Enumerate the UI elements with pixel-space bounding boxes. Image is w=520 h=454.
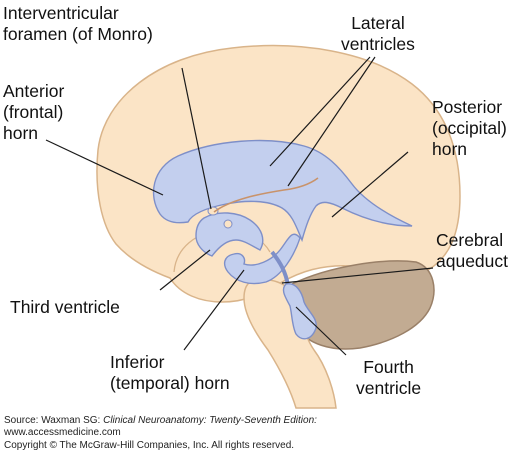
label-foramen-line2: foramen (of Monro) [3, 24, 153, 44]
label-anterior-line3: horn [3, 123, 39, 143]
label-foramen: Interventricular foramen (of Monro) [3, 3, 153, 45]
massa-intermedia [223, 219, 233, 229]
label-posterior-line2: (occipital) [432, 118, 507, 138]
label-third-line1: Third ventricle [10, 297, 120, 317]
label-aqueduct-line1: Cerebral [436, 230, 504, 250]
leader-lateral-1 [269, 56, 371, 167]
label-fourth-line1: Fourth [363, 357, 414, 377]
third-ventricle [195, 212, 264, 257]
leader-inferior [183, 269, 245, 351]
label-inferior-line1: Inferior [110, 352, 165, 372]
leader-lateral-2 [287, 56, 376, 187]
label-posterior-line1: Posterior [432, 97, 503, 117]
label-anterior-line1: Anterior [3, 81, 65, 101]
leader-foramen [181, 67, 212, 210]
leader-aqueduct [281, 267, 434, 284]
label-lateral-ventricles: Lateral ventricles [341, 13, 415, 55]
label-lateral-line1: Lateral [351, 13, 405, 33]
copyright-notice: Copyright © The McGraw-Hill Companies, I… [4, 440, 295, 451]
leader-fourth [295, 306, 347, 356]
source-prefix: Source: Waxman SG: [4, 415, 104, 426]
leader-posterior [331, 151, 409, 218]
leader-third [159, 249, 211, 291]
label-inferior-line2: (temporal) horn [110, 373, 230, 393]
label-cerebral-aqueduct: Cerebral aqueduct [436, 230, 508, 272]
source-title: Clinical Neuroanatomy: Twenty-Seventh Ed… [103, 415, 317, 426]
label-third-ventricle: Third ventricle [10, 297, 120, 318]
choroid-plexus [213, 177, 319, 213]
label-foramen-line1: Interventricular [3, 3, 119, 23]
label-anterior-horn: Anterior (frontal) horn [3, 81, 64, 144]
source-citation: Source: Waxman SG: Clinical Neuroanatomy… [4, 415, 317, 427]
label-fourth-ventricle: Fourth ventricle [356, 357, 421, 399]
label-anterior-line2: (frontal) [3, 102, 64, 122]
label-aqueduct-line2: aqueduct [436, 251, 509, 271]
leader-anterior [45, 139, 164, 196]
label-inferior-horn: Inferior (temporal) horn [110, 352, 230, 394]
label-lateral-line2: ventricles [341, 34, 415, 54]
label-fourth-line2: ventricle [356, 378, 422, 398]
source-url: www.accessmedicine.com [4, 427, 121, 438]
label-posterior-horn: Posterior (occipital) horn [432, 97, 507, 160]
label-posterior-line3: horn [432, 139, 468, 159]
